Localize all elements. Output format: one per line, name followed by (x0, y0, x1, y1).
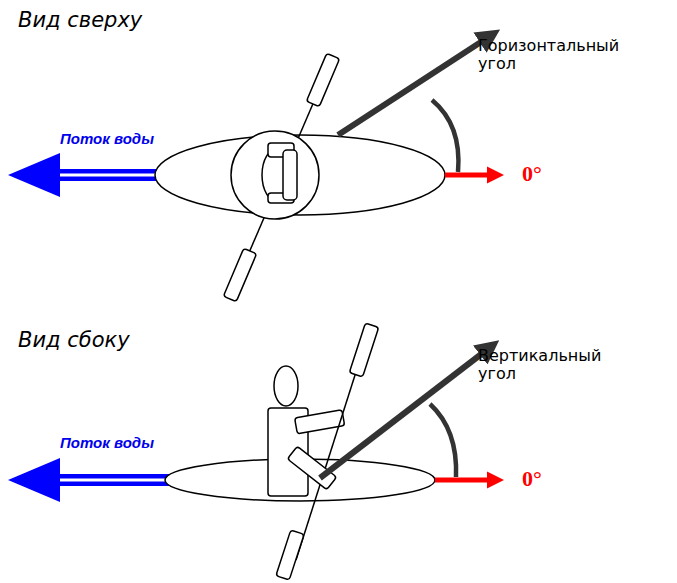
zero-direction-arrow (445, 173, 490, 178)
kayaker-side (268, 366, 345, 496)
view-title: Вид сбоку (18, 328, 130, 352)
water-flow-arrow (8, 458, 170, 502)
angle-arc (432, 100, 458, 172)
paddle (223, 53, 339, 301)
zero-label: 0° (522, 466, 542, 491)
water-flow-arrow (8, 153, 160, 197)
flow-label: Поток воды (60, 434, 154, 451)
zero-label: 0° (522, 161, 542, 186)
flow-label: Поток воды (60, 130, 154, 147)
view-title: Вид сверху (18, 8, 142, 32)
paddle-direction-arrow (320, 352, 484, 478)
angle-label: Горизонтальный угол (478, 37, 628, 74)
angle-arc (430, 404, 456, 477)
paddle (276, 323, 379, 580)
kayaker-top (231, 131, 319, 219)
angle-label: Вертикальный угол (478, 347, 628, 384)
zero-direction-arrow (435, 478, 490, 483)
top-view (8, 40, 490, 302)
side-view (8, 323, 490, 580)
paddle-direction-arrow (338, 40, 484, 135)
